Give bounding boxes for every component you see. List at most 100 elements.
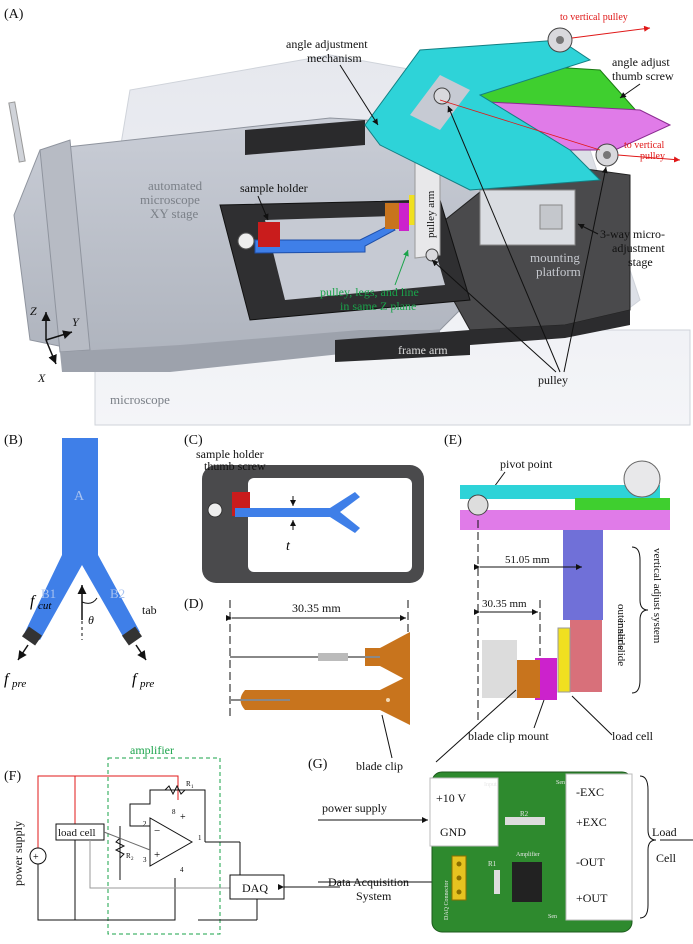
leader-3way	[577, 223, 599, 235]
cyan-linkage	[364, 39, 602, 191]
label-auto-stage-2: microscope	[140, 192, 200, 207]
label-mounting-2: platform	[536, 264, 581, 279]
resistor-r2	[114, 837, 126, 859]
panel-e: (E) pivot point 51.05 mm 30.35 mm outer …	[435, 433, 670, 763]
label-auto-stage-1: automated	[148, 178, 203, 193]
label-auto-stage-3: XY stage	[150, 206, 198, 221]
pcb-pin-2	[456, 875, 462, 881]
specimen-blue	[254, 224, 396, 254]
panel-g: (G) Data Acquisition System power supply…	[278, 757, 693, 933]
opamp-plus-rail: +	[180, 812, 186, 823]
thumb-label-2: thumb screw	[204, 459, 266, 473]
label-mounting-1: mounting	[530, 250, 580, 265]
panel-d: (D) 30.35 mm blade clip	[184, 597, 410, 773]
t-label: t	[286, 539, 291, 554]
holder-thumb-screw	[207, 502, 223, 518]
daq-box	[229, 874, 285, 900]
xy-stage-rail	[39, 139, 91, 353]
e-magenta-bar	[460, 510, 670, 530]
micro-stage	[479, 189, 576, 246]
leader-pulley-3	[563, 166, 608, 373]
holder-window	[248, 478, 412, 572]
f-power-supply-label: power supply	[11, 821, 25, 886]
pivot-label: pivot point	[500, 457, 553, 471]
axis-x-label: X	[37, 371, 46, 385]
leader-load-cell	[571, 695, 613, 736]
power-symbol-plus: +	[33, 852, 39, 863]
r2-sub: 2	[131, 857, 134, 862]
red-line-right	[617, 154, 681, 163]
opamp-plus: +	[154, 849, 160, 861]
leader-blade-clip-e	[435, 689, 517, 763]
leader-angle-thumb	[619, 83, 641, 99]
label-angle-thumb-2: thumb screw	[612, 69, 674, 83]
panel-label-b: (B)	[4, 433, 23, 448]
label-angle-adj-mech-1: angle adjustment	[286, 37, 368, 51]
g-out-plus: +OUT	[576, 891, 608, 905]
thumb-screw-red	[258, 222, 280, 247]
pin-2: 2	[143, 820, 147, 828]
thumb-label-1: sample holder	[196, 447, 264, 461]
g-power-label: power supply	[322, 801, 387, 815]
leader-blade-clip	[381, 714, 393, 759]
g-brace	[639, 775, 657, 919]
blade-clip-lower	[240, 675, 410, 725]
pcb-resistor-r1	[494, 870, 500, 894]
e-load-cell-label: load cell	[612, 729, 654, 743]
panel-f: (F) amplifier + power supply load cell −…	[4, 743, 285, 935]
r1-sub: 1	[191, 785, 194, 790]
sample-holder-window	[265, 215, 445, 300]
panel-label-a: (A)	[4, 7, 24, 22]
f-pre-right-label: f	[132, 671, 139, 688]
blade-clip-orange	[385, 203, 399, 229]
e-dim-inner-label: 30.35 mm	[482, 598, 527, 610]
resistor-r1	[164, 784, 186, 796]
tab-right	[122, 626, 142, 646]
inner-slide-label: inner slide	[615, 620, 627, 666]
pin-4: 4	[180, 866, 184, 874]
pcb-daq-silk: DAQ Connector	[444, 881, 450, 921]
panel-label-f: (F)	[4, 769, 21, 784]
outer-slide	[563, 530, 603, 620]
upper-black-bar	[245, 120, 365, 155]
g-out-minus: -OUT	[576, 855, 605, 869]
pulley-top-hub	[556, 36, 564, 44]
label-angle-thumb-1: angle adjust	[612, 55, 670, 69]
daq-label: DAQ	[242, 881, 268, 895]
e-pivot-disc	[467, 494, 489, 516]
pcb-sen-1: Sen	[556, 780, 565, 786]
g-loadcell-2: Cell	[656, 851, 677, 865]
clip-hole	[386, 698, 390, 702]
stage-rod	[8, 101, 26, 163]
label-microscope: microscope	[110, 392, 170, 407]
pcb-amp-chip	[512, 862, 542, 902]
pcb-loadcell-terminal	[565, 773, 633, 921]
e-brace	[631, 546, 649, 694]
axis-triad: Z Y X	[30, 304, 80, 385]
g-exc-minus: -EXC	[576, 785, 604, 799]
pcb-r1-silk: R1	[488, 860, 497, 868]
g-daq-label-2: System	[356, 889, 392, 903]
panel-label-c: (C)	[184, 433, 203, 448]
pcb-pin-3	[456, 889, 462, 895]
label-3way-1: 3-way micro-	[600, 227, 665, 241]
red-line-top	[571, 25, 651, 39]
e-load-cell	[557, 627, 571, 693]
opamp-minus: −	[154, 825, 160, 837]
label-same-plane-1: pulley, legs, and line	[320, 285, 419, 299]
pulley-mid	[433, 87, 451, 105]
leader-clip-mount	[533, 699, 545, 729]
label-pulley: pulley	[538, 373, 568, 387]
pcb-r2-silk: R2	[520, 810, 529, 818]
g-gnd-label: GND	[440, 825, 466, 839]
leader-same-plane	[394, 249, 409, 286]
grey-wire	[89, 840, 230, 889]
axis-z-label: Z	[30, 304, 37, 318]
load-cell-yellow	[409, 195, 415, 225]
dim-label: 30.35 mm	[292, 601, 341, 615]
label-3way-3: stage	[628, 255, 653, 269]
theta-label: θ	[88, 613, 94, 627]
g-v10-label: +10 V	[436, 791, 467, 805]
leader-pulley-2	[447, 105, 561, 373]
